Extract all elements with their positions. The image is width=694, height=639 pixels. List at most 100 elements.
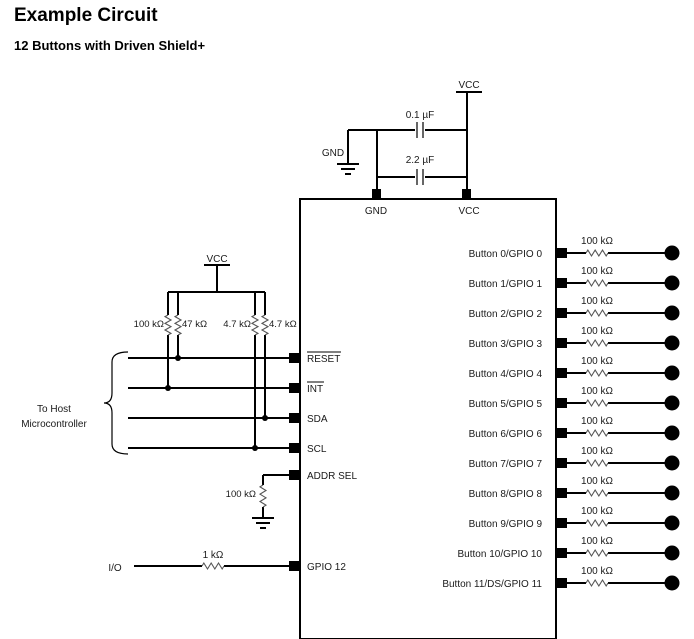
- cap2-label: 2.2 µF: [406, 155, 435, 166]
- resistor-icon: [585, 278, 609, 288]
- vcc-label: VCC: [206, 254, 227, 265]
- resistor-icon: [163, 314, 173, 336]
- resistor-icon: [258, 484, 268, 508]
- resistor-icon: [585, 338, 609, 348]
- button-res-label: 100 kΩ: [581, 236, 613, 247]
- button-pad-icon: [664, 365, 680, 381]
- resistor-icon: [585, 548, 609, 558]
- vcc-label: VCC: [458, 80, 479, 91]
- chip-pin-sda: SDA: [307, 414, 328, 425]
- pin-pad: [289, 383, 300, 393]
- pullup-label: 47 kΩ: [182, 319, 207, 330]
- button-pin-label: Button 6/GPIO 6: [469, 429, 543, 440]
- button-channels: Button 0/GPIO 0 100 kΩ Button 1/GPIO 1 100 …: [442, 236, 680, 591]
- brace-icon: [103, 351, 129, 455]
- chip-pin-vcc: VCC: [458, 206, 479, 217]
- pin-pad: [556, 428, 567, 438]
- capacitor-icon: [415, 169, 425, 185]
- resistor-icon: [585, 308, 609, 318]
- button-res-label: 100 kΩ: [581, 446, 613, 457]
- button-res-label: 100 kΩ: [581, 296, 613, 307]
- chip-body: [299, 198, 557, 639]
- pin-pad: [556, 518, 567, 528]
- gnd-label: GND: [322, 148, 344, 159]
- pin-pad: [372, 189, 381, 199]
- button-res-label: 100 kΩ: [581, 566, 613, 577]
- button-res-label: 100 kΩ: [581, 416, 613, 427]
- resistor-icon: [585, 488, 609, 498]
- button-pin-label: Button 4/GPIO 4: [469, 369, 543, 380]
- host-label-line2: Microcontroller: [21, 419, 87, 430]
- io-res-label: 1 kΩ: [203, 550, 224, 561]
- button-pad-icon: [664, 425, 680, 441]
- pin-pad: [556, 308, 567, 318]
- page-subtitle: 12 Buttons with Driven Shield+: [14, 38, 206, 53]
- resistor-icon: [250, 314, 260, 336]
- button-pad-icon: [664, 275, 680, 291]
- pin-pad: [462, 189, 471, 199]
- button-pin-label: Button 0/GPIO 0: [469, 249, 543, 260]
- button-res-label: 100 kΩ: [581, 386, 613, 397]
- resistor-icon: [260, 314, 270, 336]
- chip-pin-gpio12: GPIO 12: [307, 562, 346, 573]
- resistor-icon: [585, 368, 609, 378]
- resistor-icon: [173, 314, 183, 336]
- junction-dot: [175, 355, 181, 361]
- button-pin-label: Button 3/GPIO 3: [469, 339, 543, 350]
- button-pad-icon: [664, 515, 680, 531]
- resistor-group: [163, 314, 270, 571]
- chip-pin-reset: RESET: [307, 354, 340, 365]
- button-res-label: 100 kΩ: [581, 266, 613, 277]
- pin-pad: [289, 353, 300, 363]
- button-res-label: 100 kΩ: [581, 326, 613, 337]
- ground-icon: [337, 163, 359, 175]
- pin-pad: [556, 398, 567, 408]
- button-res-label: 100 kΩ: [581, 506, 613, 517]
- button-pad-icon: [664, 455, 680, 471]
- button-pin-label: Button 8/GPIO 8: [469, 489, 543, 500]
- pin-pad: [289, 470, 300, 480]
- pin-pad: [289, 561, 300, 571]
- button-pin-label: Button 5/GPIO 5: [469, 399, 543, 410]
- junction-dot: [165, 385, 171, 391]
- pin-pad: [556, 368, 567, 378]
- button-pin-label: Button 11/DS/GPIO 11: [442, 579, 542, 590]
- resistor-icon: [585, 428, 609, 438]
- power-network: VCC 0.1 µF 2.2 µF GND GND VCC: [322, 80, 482, 217]
- cap1-label: 0.1 µF: [406, 110, 435, 121]
- addr-res-label: 100 kΩ: [226, 489, 256, 500]
- resistor-icon: [585, 578, 609, 588]
- pin-pad: [556, 338, 567, 348]
- resistor-icon: [201, 561, 225, 571]
- chip-pin-gnd: GND: [365, 206, 387, 217]
- button-pad-icon: [664, 245, 680, 261]
- junction-dot: [252, 445, 258, 451]
- button-pad-icon: [664, 485, 680, 501]
- pin-pad: [556, 248, 567, 258]
- button-pad-icon: [664, 305, 680, 321]
- capacitor-icon: [415, 122, 425, 138]
- button-pad-icon: [664, 335, 680, 351]
- button-pin-label: Button 2/GPIO 2: [469, 309, 543, 320]
- junction-dot: [262, 415, 268, 421]
- pullup-label: 4.7 kΩ: [269, 319, 297, 330]
- button-pin-label: Button 10/GPIO 10: [458, 549, 543, 560]
- button-res-label: 100 kΩ: [581, 356, 613, 367]
- resistor-icon: [585, 248, 609, 258]
- chip-pin-int: INT: [307, 384, 323, 395]
- button-res-label: 100 kΩ: [581, 476, 613, 487]
- button-pad-icon: [664, 395, 680, 411]
- pin-pad: [556, 578, 567, 588]
- pin-pad: [556, 488, 567, 498]
- button-pin-label: Button 1/GPIO 1: [469, 279, 543, 290]
- chip-pin-scl: SCL: [307, 444, 327, 455]
- host-label-line1: To Host: [37, 404, 71, 415]
- pin-pad: [289, 443, 300, 453]
- pin-pad: [289, 413, 300, 423]
- button-pad-icon: [664, 545, 680, 561]
- button-pin-label: Button 9/GPIO 9: [469, 519, 543, 530]
- resistor-icon: [585, 458, 609, 468]
- button-res-label: 100 kΩ: [581, 536, 613, 547]
